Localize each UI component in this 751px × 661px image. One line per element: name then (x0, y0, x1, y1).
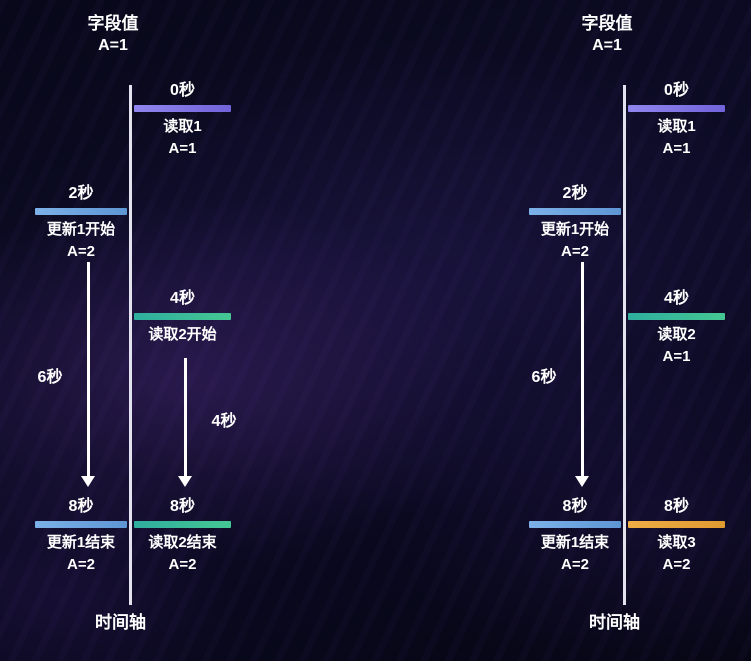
event-label: 更新1开始 (540, 221, 610, 238)
event-read3: 8秒 读取3 A=2 (628, 496, 725, 576)
event-value: A=1 (662, 348, 691, 365)
event-read2-end: 8秒 读取2结束 A=2 (134, 496, 231, 576)
event-bar-teal (134, 521, 231, 528)
event-bar-blue (35, 208, 127, 215)
event-read1: 0秒 读取1 A=1 (134, 80, 231, 160)
event-bar-purple (134, 105, 231, 112)
event-update1-end: 8秒 更新1结束 A=2 (35, 496, 127, 576)
field-value-header: 字段值 A=1 (527, 12, 687, 57)
duration-arrow-update1 (87, 262, 90, 476)
event-bar-blue (35, 521, 127, 528)
event-label: 读取2 (657, 326, 696, 343)
event-value: A=2 (561, 556, 589, 573)
event-label: 读取2开始 (148, 326, 217, 343)
event-label: 读取1 (163, 118, 202, 135)
field-value-header: 字段值 A=1 (33, 12, 193, 57)
duration-label-read2: 4秒 (211, 413, 237, 430)
event-value: A=2 (168, 556, 197, 573)
event-label: 更新1结束 (540, 534, 610, 551)
field-value-title: 字段值 (87, 14, 139, 33)
timeline-diagram-right: 字段值 A=1 0秒 读取1 A=1 2秒 更新1开始 A=2 4秒 读取2 A… (527, 0, 727, 661)
event-update1-start: 2秒 更新1开始 A=2 (529, 183, 621, 263)
event-value: A=2 (662, 556, 691, 573)
event-time: 4秒 (170, 290, 195, 307)
field-value-title: 字段值 (581, 14, 633, 33)
event-value: A=2 (67, 243, 95, 260)
event-bar-blue (529, 521, 621, 528)
event-label: 更新1开始 (46, 221, 116, 238)
event-value: A=2 (561, 243, 589, 260)
timeline-line (623, 85, 626, 605)
event-label: 更新1结束 (46, 534, 116, 551)
duration-arrow-update1 (581, 262, 584, 476)
event-value: A=1 (168, 140, 197, 157)
duration-label-update1: 6秒 (531, 369, 557, 386)
field-value-initial: A=1 (592, 37, 622, 54)
event-value: A=2 (67, 556, 95, 573)
event-value: A=1 (662, 140, 691, 157)
time-axis-label: 时间轴 (589, 613, 640, 632)
field-value-initial: A=1 (98, 37, 128, 54)
event-update1-end: 8秒 更新1结束 A=2 (529, 496, 621, 576)
event-bar-teal (134, 313, 231, 320)
timeline-diagram-left: 字段值 A=1 0秒 读取1 A=1 2秒 更新1开始 A=2 4秒 读取2开始… (33, 0, 236, 661)
event-bar-purple (628, 105, 725, 112)
event-time: 8秒 (170, 498, 195, 515)
event-time: 4秒 (664, 290, 689, 307)
event-time: 8秒 (68, 498, 94, 515)
duration-label-update1: 6秒 (37, 369, 63, 386)
event-time: 0秒 (664, 82, 689, 99)
event-label: 读取2结束 (148, 534, 217, 551)
event-bar-teal (628, 313, 725, 320)
event-time: 8秒 (562, 498, 588, 515)
event-time: 2秒 (68, 185, 94, 202)
event-read2: 4秒 读取2 A=1 (628, 288, 725, 368)
event-update1-start: 2秒 更新1开始 A=2 (35, 183, 127, 263)
event-time: 8秒 (664, 498, 689, 515)
event-read1: 0秒 读取1 A=1 (628, 80, 725, 160)
event-read2-start: 4秒 读取2开始 (134, 288, 231, 346)
event-time: 0秒 (170, 82, 195, 99)
event-label: 读取3 (657, 534, 696, 551)
event-bar-orange (628, 521, 725, 528)
event-time: 2秒 (562, 185, 588, 202)
duration-arrow-read2 (184, 358, 187, 476)
event-label: 读取1 (657, 118, 696, 135)
time-axis-label: 时间轴 (95, 613, 146, 632)
event-bar-blue (529, 208, 621, 215)
timeline-line (129, 85, 132, 605)
